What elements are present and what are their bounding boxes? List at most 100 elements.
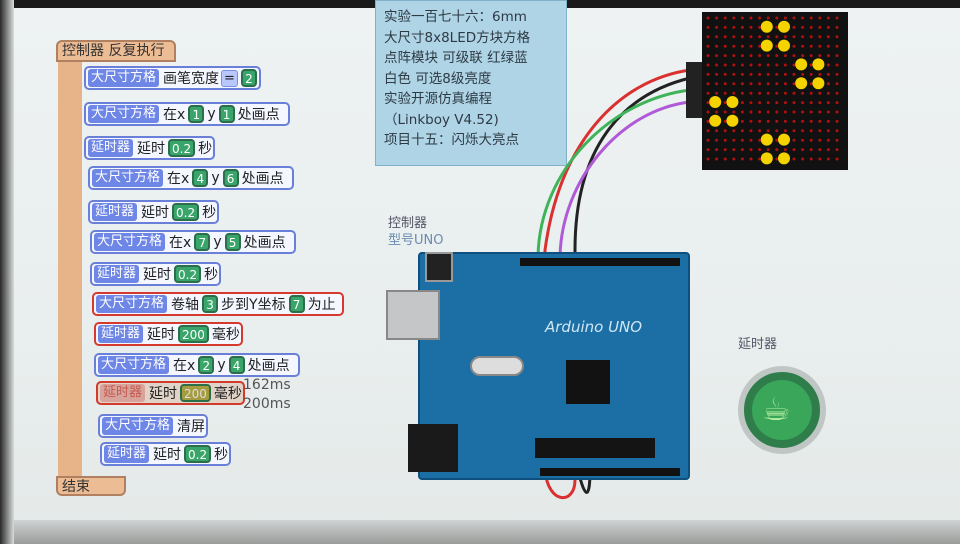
- statement-block[interactable]: 大尺寸方格画笔宽度=2: [84, 66, 261, 90]
- statement-text: 毫秒: [213, 386, 242, 402]
- led-matrix[interactable]: [702, 12, 848, 170]
- matrix-dot-off: [732, 72, 736, 76]
- number-input[interactable]: 7: [194, 233, 211, 251]
- matrix-dot-off: [809, 35, 813, 39]
- number-input[interactable]: 200: [180, 384, 211, 402]
- matrix-dot-off: [783, 110, 787, 114]
- matrix-dot-off: [818, 157, 822, 161]
- number-input[interactable]: 6: [222, 169, 239, 187]
- matrix-dot-off: [749, 72, 753, 76]
- controller-model: 型号UNO: [388, 233, 444, 248]
- number-input[interactable]: 4: [192, 169, 209, 187]
- loop-block-end[interactable]: 结束: [56, 476, 126, 496]
- board-header-bottom: [540, 468, 680, 476]
- matrix-dot-off: [715, 35, 719, 39]
- number-input[interactable]: 0.2: [174, 265, 202, 283]
- matrix-dot-off: [835, 119, 839, 123]
- matrix-dot-off: [715, 54, 719, 58]
- matrix-dot-off: [749, 35, 753, 39]
- matrix-dot-off: [749, 119, 753, 123]
- device-name-tag: 延时器: [98, 325, 144, 343]
- matrix-dot-off: [766, 54, 770, 58]
- matrix-dot-off: [818, 91, 822, 95]
- matrix-dot-off: [783, 82, 787, 86]
- led-matrix-connector: [686, 62, 704, 118]
- matrix-dot-off: [758, 72, 762, 76]
- matrix-dot-off: [818, 101, 822, 105]
- matrix-dot-off: [749, 101, 753, 105]
- matrix-dot-off: [732, 16, 736, 20]
- info-line: 大尺寸8x8LED方块方格: [384, 29, 531, 46]
- matrix-dot-off: [775, 82, 779, 86]
- reset-button[interactable]: [425, 252, 453, 282]
- matrix-dot-off: [835, 72, 839, 76]
- loop-end-label: 结束: [62, 479, 90, 495]
- matrix-dot-off: [775, 148, 779, 152]
- matrix-dot-off: [758, 110, 762, 114]
- matrix-dot-off: [792, 54, 796, 58]
- matrix-dot-off: [766, 63, 770, 67]
- loop-block-body[interactable]: [58, 40, 82, 495]
- matrix-dot-off: [740, 148, 744, 152]
- matrix-dot-off: [723, 138, 727, 142]
- matrix-dot-off: [792, 44, 796, 48]
- matrix-dot-off: [792, 138, 796, 142]
- matrix-dot-off: [801, 119, 805, 123]
- number-input[interactable]: 7: [288, 295, 305, 313]
- loop-block-header[interactable]: 控制器 反复执行: [56, 40, 176, 62]
- number-input[interactable]: 0.2: [168, 139, 196, 157]
- number-input[interactable]: 0.2: [184, 445, 212, 463]
- matrix-dot-off: [801, 129, 805, 133]
- statement-text: y: [211, 170, 220, 186]
- matrix-dot-off: [706, 54, 710, 58]
- matrix-dot-off: [766, 119, 770, 123]
- matrix-dot-off: [740, 82, 744, 86]
- matrix-dot-off: [749, 44, 753, 48]
- matrix-dot-off: [715, 129, 719, 133]
- statement-block[interactable]: 大尺寸方格清屏: [98, 414, 209, 438]
- number-input[interactable]: 3: [202, 295, 219, 313]
- matrix-dot-off: [766, 16, 770, 20]
- number-input[interactable]: 0.2: [172, 203, 200, 221]
- device-name-tag: 延时器: [88, 139, 134, 157]
- device-name-tag: 大尺寸方格: [92, 169, 164, 187]
- matrix-dot-off: [740, 138, 744, 142]
- number-input[interactable]: 2: [198, 356, 215, 374]
- matrix-dot-off: [783, 72, 787, 76]
- matrix-dot-off: [809, 54, 813, 58]
- statement-text: 处画点: [247, 358, 290, 374]
- usb-port-icon: [386, 290, 440, 340]
- timer-label: 延时器: [738, 337, 778, 352]
- matrix-dot-off: [758, 25, 762, 29]
- number-input[interactable]: 1: [218, 105, 235, 123]
- matrix-dot-off: [818, 129, 822, 133]
- number-input[interactable]: 2: [240, 69, 257, 87]
- matrix-dot-off: [801, 44, 805, 48]
- matrix-dot-off: [706, 110, 710, 114]
- info-line: 项目十五：闪烁大亮点: [384, 132, 519, 148]
- monitor-bezel-bottom: [0, 520, 960, 544]
- number-input[interactable]: 200: [178, 325, 209, 343]
- matrix-dot-off: [775, 101, 779, 105]
- matrix-dot-off: [715, 16, 719, 20]
- matrix-led-lit: [709, 96, 722, 108]
- number-input[interactable]: 1: [188, 105, 205, 123]
- matrix-dot-off: [715, 138, 719, 142]
- matrix-dot-off: [826, 91, 830, 95]
- matrix-dot-off: [749, 82, 753, 86]
- number-input[interactable]: 4: [228, 356, 245, 374]
- matrix-dot-off: [706, 35, 710, 39]
- number-input[interactable]: 5: [224, 233, 241, 251]
- matrix-dot-off: [766, 101, 770, 105]
